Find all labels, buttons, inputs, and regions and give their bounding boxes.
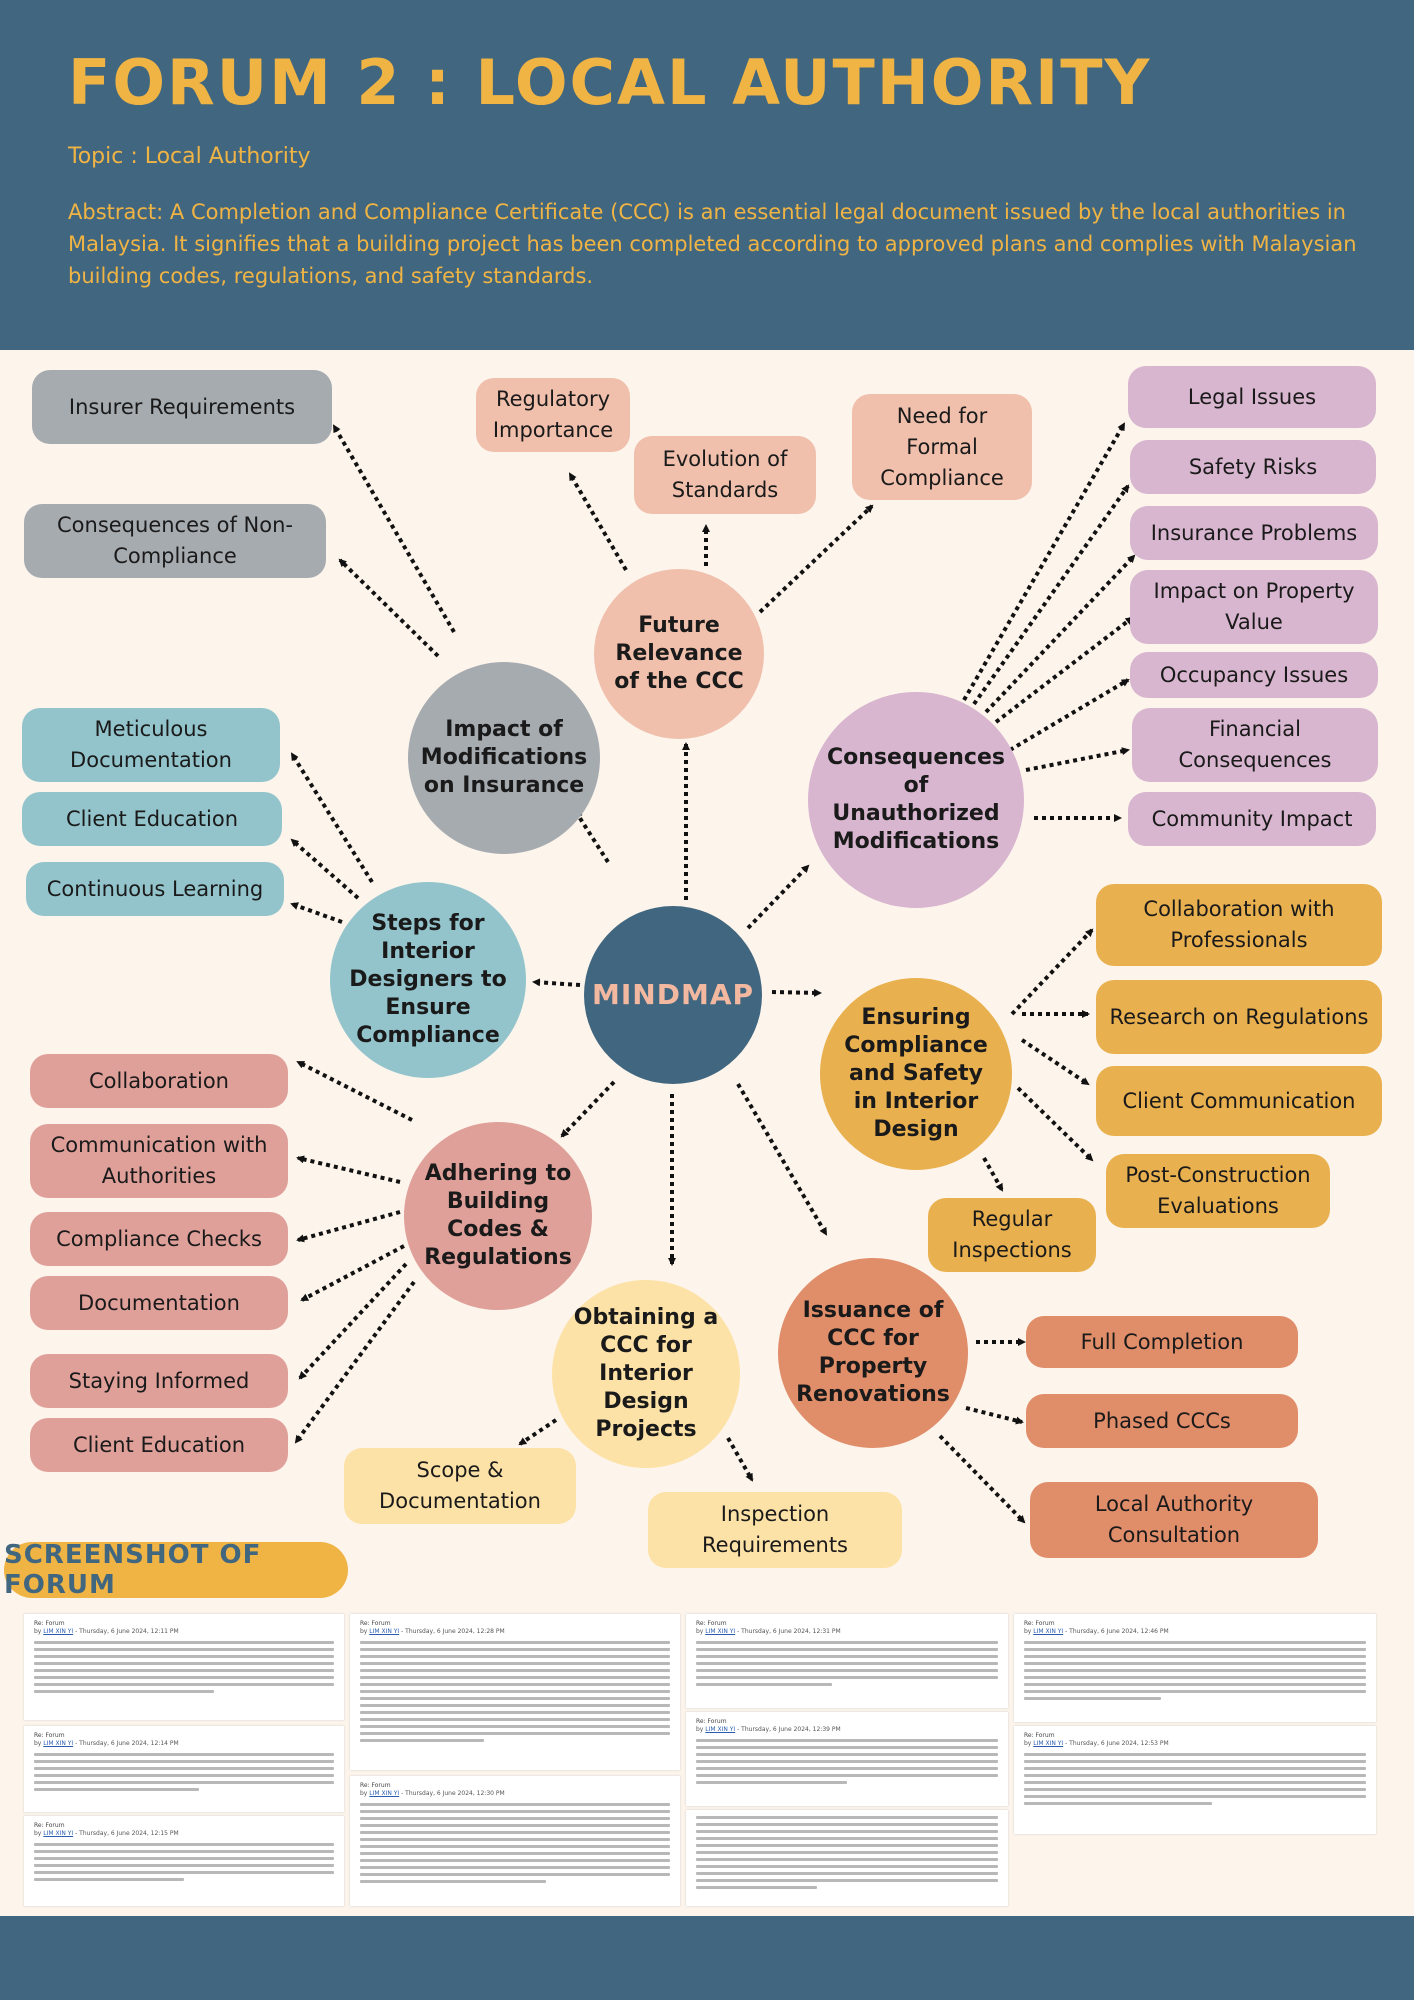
post-author[interactable]: LIM XIN YI <box>369 1628 400 1635</box>
forum-post: Re: Forum by LIM XIN YI - Thursday, 6 Ju… <box>1014 1726 1376 1834</box>
post-date: - Thursday, 6 June 2024, 12:31 PM <box>735 1628 841 1635</box>
forum-post: Re: Forum by LIM XIN YI - Thursday, 6 Ju… <box>24 1816 344 1906</box>
topic-label: Topic : Local Authority <box>68 144 311 169</box>
leaf-staying-informed: Staying Informed <box>30 1354 288 1408</box>
hub-insurance: Impact of Modifications on Insurance <box>408 662 600 854</box>
post-meta: by LIM XIN YI - Thursday, 6 June 2024, 1… <box>696 1628 841 1635</box>
leaf-community-impact: Community Impact <box>1128 792 1376 846</box>
leaf-regular-inspections: Regular Inspections <box>928 1198 1096 1272</box>
forum-post: Re: Forum by LIM XIN YI - Thursday, 6 Ju… <box>686 1712 1008 1806</box>
leaf-client-education-2: Client Education <box>30 1418 288 1472</box>
leaf-collaboration-professionals: Collaboration with Professionals <box>1096 884 1382 966</box>
leaf-insurer-requirements: Insurer Requirements <box>32 370 332 444</box>
leaf-full-completion: Full Completion <box>1026 1316 1298 1368</box>
forum-post: Re: Forum by LIM XIN YI - Thursday, 6 Ju… <box>1014 1614 1376 1722</box>
leaf-local-authority-consultation: Local Authority Consultation <box>1030 1482 1318 1558</box>
hub-obtaining: Obtaining a CCC for Interior Design Proj… <box>552 1280 740 1468</box>
post-date: - Thursday, 6 June 2024, 12:30 PM <box>399 1790 505 1797</box>
post-header: Re: Forum <box>34 1620 65 1627</box>
post-meta: by LIM XIN YI - Thursday, 6 June 2024, 1… <box>360 1790 505 1797</box>
leaf-communication-authorities: Communication with Authorities <box>30 1124 288 1198</box>
forum-post-continued <box>686 1810 1008 1906</box>
forum-post: Re: Forum by LIM XIN YI - Thursday, 6 Ju… <box>686 1614 1008 1708</box>
hub-ensuring: Ensuring Compliance and Safety in Interi… <box>820 978 1012 1170</box>
hub-issuance: Issuance of CCC for Property Renovations <box>778 1258 968 1448</box>
post-author[interactable]: LIM XIN YI <box>705 1726 736 1733</box>
post-author[interactable]: LIM XIN YI <box>43 1628 74 1635</box>
post-date: - Thursday, 6 June 2024, 12:11 PM <box>73 1628 179 1635</box>
hub-adhering: Adhering to Building Codes & Regulations <box>404 1122 592 1310</box>
leaf-documentation: Documentation <box>30 1276 288 1330</box>
post-author[interactable]: LIM XIN YI <box>43 1740 74 1747</box>
abstract-text: Abstract: A Completion and Compliance Ce… <box>68 200 1357 288</box>
leaf-continuous-learning: Continuous Learning <box>26 862 284 916</box>
post-header: Re: Forum <box>696 1718 727 1725</box>
leaf-need-formal-compliance: Need for Formal Compliance <box>852 394 1032 500</box>
footer-band <box>0 1916 1414 2000</box>
post-date: - Thursday, 6 June 2024, 12:15 PM <box>73 1830 179 1837</box>
leaf-impact-property-value: Impact on Property Value <box>1130 570 1378 644</box>
center-node: MINDMAP <box>584 906 762 1084</box>
forum-post: Re: Forum by LIM XIN YI - Thursday, 6 Ju… <box>24 1726 344 1812</box>
leaf-legal-issues: Legal Issues <box>1128 366 1376 428</box>
post-header: Re: Forum <box>34 1732 65 1739</box>
page-title: FORUM 2 : LOCAL AUTHORITY <box>68 46 1152 119</box>
leaf-research-regulations: Research on Regulations <box>1096 980 1382 1054</box>
post-date: - Thursday, 6 June 2024, 12:53 PM <box>1063 1740 1169 1747</box>
post-date: - Thursday, 6 June 2024, 12:14 PM <box>73 1740 179 1747</box>
leaf-consequences-non-compliance: Consequences of Non-Compliance <box>24 504 326 578</box>
post-date: - Thursday, 6 June 2024, 12:28 PM <box>399 1628 505 1635</box>
leaf-scope-documentation: Scope & Documentation <box>344 1448 576 1524</box>
post-header: Re: Forum <box>360 1620 391 1627</box>
post-author[interactable]: LIM XIN YI <box>43 1830 74 1837</box>
post-header: Re: Forum <box>1024 1732 1055 1739</box>
leaf-inspection-requirements: Inspection Requirements <box>648 1492 902 1568</box>
leaf-compliance-checks: Compliance Checks <box>30 1212 288 1266</box>
post-header: Re: Forum <box>360 1782 391 1789</box>
leaf-client-education-1: Client Education <box>22 792 282 846</box>
post-header: Re: Forum <box>696 1620 727 1627</box>
leaf-occupancy-issues: Occupancy Issues <box>1130 652 1378 698</box>
leaf-regulatory-importance: Regulatory Importance <box>476 378 630 452</box>
post-meta: by LIM XIN YI - Thursday, 6 June 2024, 1… <box>1024 1740 1169 1747</box>
header-banner: FORUM 2 : LOCAL AUTHORITY Topic : Local … <box>0 0 1414 350</box>
leaf-insurance-problems: Insurance Problems <box>1130 506 1378 560</box>
leaf-client-communication: Client Communication <box>1096 1066 1382 1136</box>
post-meta: by LIM XIN YI - Thursday, 6 June 2024, 1… <box>696 1726 841 1733</box>
hub-future: Future Relevance of the CCC <box>594 569 764 739</box>
leaf-post-construction-evaluations: Post-Construction Evaluations <box>1106 1154 1330 1228</box>
post-author[interactable]: LIM XIN YI <box>1033 1628 1064 1635</box>
hub-unauthorized: Consequences of Unauthorized Modificatio… <box>808 692 1024 908</box>
leaf-meticulous-documentation: Meticulous Documentation <box>22 708 280 782</box>
post-author[interactable]: LIM XIN YI <box>1033 1740 1064 1747</box>
leaf-safety-risks: Safety Risks <box>1130 440 1376 494</box>
post-author[interactable]: LIM XIN YI <box>705 1628 736 1635</box>
post-header: Re: Forum <box>1024 1620 1055 1627</box>
post-meta: by LIM XIN YI - Thursday, 6 June 2024, 1… <box>360 1628 505 1635</box>
post-header: Re: Forum <box>34 1822 65 1829</box>
post-author[interactable]: LIM XIN YI <box>369 1790 400 1797</box>
leaf-phased-cccs: Phased CCCs <box>1026 1394 1298 1448</box>
post-date: - Thursday, 6 June 2024, 12:46 PM <box>1063 1628 1169 1635</box>
leaf-collaboration: Collaboration <box>30 1054 288 1108</box>
leaf-evolution-of-standards: Evolution of Standards <box>634 436 816 514</box>
hub-steps: Steps for Interior Designers to Ensure C… <box>330 882 526 1078</box>
forum-post: Re: Forum by LIM XIN YI - Thursday, 6 Ju… <box>350 1776 680 1906</box>
forum-post: Re: Forum by LIM XIN YI - Thursday, 6 Ju… <box>24 1614 344 1720</box>
forum-post: Re: Forum by LIM XIN YI - Thursday, 6 Ju… <box>350 1614 680 1770</box>
post-meta: by LIM XIN YI - Thursday, 6 June 2024, 1… <box>34 1830 179 1837</box>
post-meta: by LIM XIN YI - Thursday, 6 June 2024, 1… <box>1024 1628 1169 1635</box>
screenshot-banner: SCREENSHOT OF FORUM <box>4 1540 348 1600</box>
post-date: - Thursday, 6 June 2024, 12:39 PM <box>735 1726 841 1733</box>
post-meta: by LIM XIN YI - Thursday, 6 June 2024, 1… <box>34 1628 179 1635</box>
leaf-financial-consequences: Financial Consequences <box>1132 708 1378 782</box>
post-meta: by LIM XIN YI - Thursday, 6 June 2024, 1… <box>34 1740 179 1747</box>
